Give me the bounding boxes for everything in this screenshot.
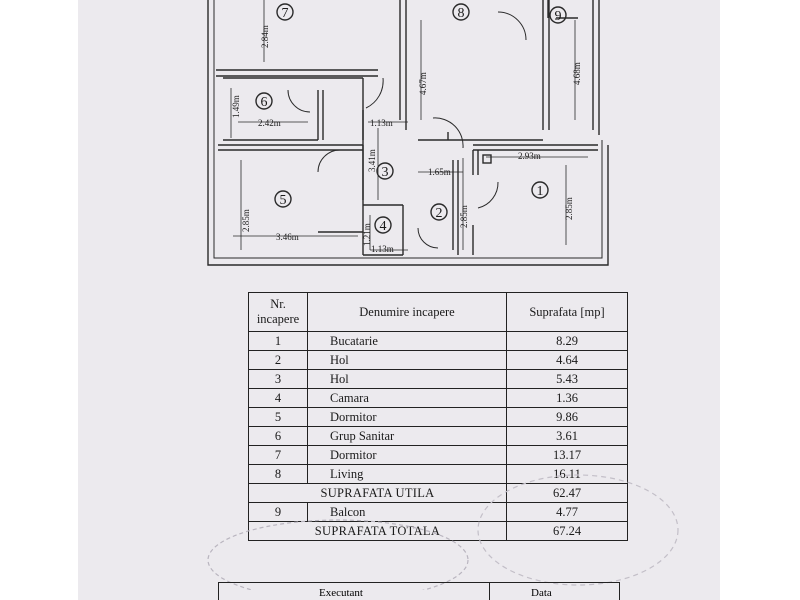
dim-label: 4.67m bbox=[418, 72, 428, 95]
footer-data: Data bbox=[531, 587, 552, 599]
room-number-5: 5 bbox=[280, 193, 287, 208]
room-number-9: 9 bbox=[555, 9, 562, 24]
total-value: 67.24 bbox=[506, 521, 628, 541]
faded-stamp bbox=[207, 474, 679, 590]
dim-label: 1.13m bbox=[371, 244, 394, 254]
footer-executant: Executant bbox=[319, 587, 363, 599]
row-nr: 7 bbox=[248, 445, 308, 465]
row-name: Camara bbox=[307, 388, 507, 408]
row-name: Dormitor bbox=[307, 445, 507, 465]
dim-label: 4.68m bbox=[572, 62, 582, 85]
row-name: Hol bbox=[307, 369, 507, 389]
row-nr: 1 bbox=[248, 331, 308, 351]
row-area: 4.64 bbox=[506, 350, 628, 370]
area-table: Nr. incapere Denumire incapere Suprafata… bbox=[248, 292, 628, 541]
room-number-2: 2 bbox=[436, 206, 443, 221]
room-number-8: 8 bbox=[458, 6, 465, 21]
room-number-7: 7 bbox=[282, 6, 289, 21]
row-area: 13.17 bbox=[506, 445, 628, 465]
row-nr: 6 bbox=[248, 426, 308, 446]
room-number-3: 3 bbox=[382, 165, 389, 180]
row-nr: 2 bbox=[248, 350, 308, 370]
room-number-6: 6 bbox=[261, 95, 268, 110]
footer-box: Executant Data bbox=[218, 582, 620, 600]
dim-label: 1.13m bbox=[370, 118, 393, 128]
room-number-4: 4 bbox=[380, 219, 387, 234]
room-number-1: 1 bbox=[537, 184, 544, 199]
row-area: 3.61 bbox=[506, 426, 628, 446]
util-row: SUPRAFATA UTILA 62.47 bbox=[248, 483, 628, 503]
dim-label: 1.21m bbox=[362, 223, 372, 246]
dim-label: 2.85m bbox=[459, 205, 469, 228]
row-area: 5.43 bbox=[506, 369, 628, 389]
row-area: 9.86 bbox=[506, 407, 628, 427]
row-area: 8.29 bbox=[506, 331, 628, 351]
row-area: 1.36 bbox=[506, 388, 628, 408]
document-page: 7 8 9 6 3 5 1 2 4 2.84m 4.67m 4.68m 1.49… bbox=[78, 0, 720, 600]
dim-label: 2.85m bbox=[564, 197, 574, 220]
dim-label: 3.41m bbox=[367, 149, 377, 172]
table-header-row: Nr. incapere Denumire incapere Suprafata… bbox=[248, 292, 628, 332]
dim-label: 1.65m bbox=[428, 167, 451, 177]
footer-separator bbox=[489, 583, 490, 600]
dim-label: 2.93m bbox=[518, 151, 541, 161]
dim-label: 3.46m bbox=[276, 232, 299, 242]
dim-label: 2.85m bbox=[241, 209, 251, 232]
header-area: Suprafata [mp] bbox=[506, 292, 628, 332]
outer-wall bbox=[207, 0, 609, 266]
header-name: Denumire incapere bbox=[307, 292, 507, 332]
floor-plan: 7 8 9 6 3 5 1 2 4 2.84m 4.67m 4.68m 1.49… bbox=[207, 0, 609, 266]
dim-label: 2.84m bbox=[260, 25, 270, 48]
row-area: 16.11 bbox=[506, 464, 628, 484]
dim-label: 2.42m bbox=[258, 118, 281, 128]
row-name: Grup Sanitar bbox=[307, 426, 507, 446]
row-nr: 5 bbox=[248, 407, 308, 427]
util-label: SUPRAFATA UTILA bbox=[248, 483, 507, 503]
row-nr: 4 bbox=[248, 388, 308, 408]
row-name: Bucatarie bbox=[307, 331, 507, 351]
row-name: Dormitor bbox=[307, 407, 507, 427]
row-nr: 3 bbox=[248, 369, 308, 389]
header-nr: Nr. incapere bbox=[248, 292, 308, 332]
row-name: Hol bbox=[307, 350, 507, 370]
dim-label: 1.49m bbox=[231, 95, 241, 118]
